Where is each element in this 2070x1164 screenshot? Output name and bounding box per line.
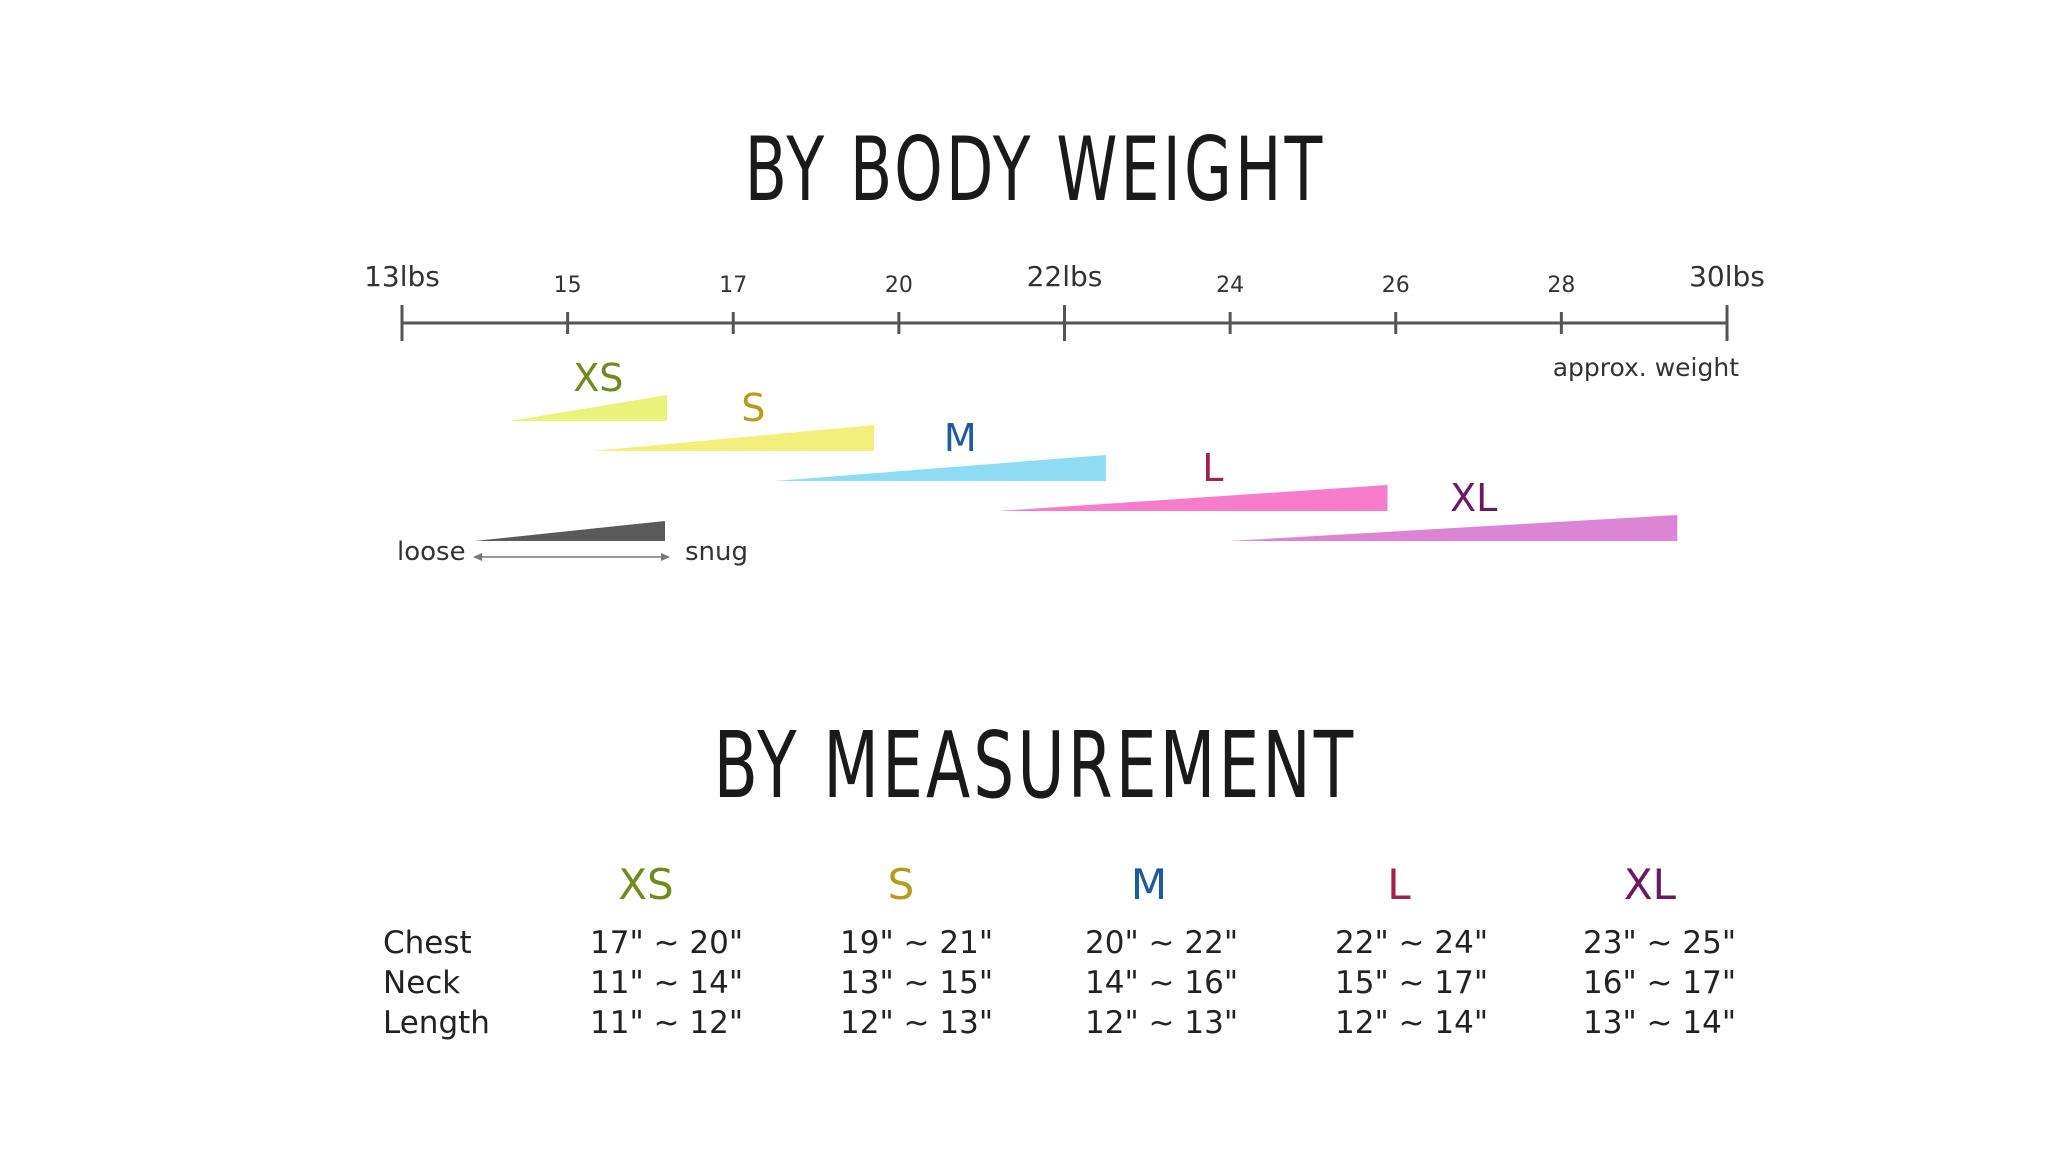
- legend-loose-label: loose: [397, 537, 466, 567]
- cell-neck-xl: 16" ~ 17": [1583, 965, 1737, 1001]
- legend-arrow-left: [473, 553, 482, 561]
- legend-arrow-right: [661, 553, 670, 561]
- size-wedge-xs: [509, 395, 667, 421]
- cell-chest-l: 22" ~ 24": [1335, 925, 1489, 961]
- size-wedge-xl: [1230, 515, 1678, 541]
- size-header-s: S: [887, 860, 915, 909]
- measurement-section-title: BY MEASUREMENT: [713, 712, 1357, 819]
- size-header-xl: XL: [1623, 860, 1677, 909]
- legend-wedge: [475, 521, 665, 541]
- row-label-chest: Chest: [383, 925, 472, 961]
- cell-length-xl: 13" ~ 14": [1583, 1005, 1737, 1041]
- tick-label: 22lbs: [1027, 260, 1103, 293]
- size-header-l: L: [1387, 860, 1411, 909]
- size-header-m: M: [1130, 860, 1168, 909]
- size-header-xs: XS: [618, 860, 674, 909]
- cell-length-s: 12" ~ 13": [840, 1005, 994, 1041]
- tick-label: 24: [1216, 273, 1244, 298]
- size-wedge-s: [592, 425, 875, 451]
- size-wedge-l: [998, 485, 1388, 511]
- legend-snug-label: snug: [685, 537, 748, 567]
- size-label-xs: XS: [573, 356, 623, 400]
- tick-label: 30lbs: [1689, 260, 1765, 293]
- cell-chest-xl: 23" ~ 25": [1583, 925, 1737, 961]
- row-label-neck: Neck: [383, 965, 461, 1001]
- cell-neck-l: 15" ~ 17": [1335, 965, 1489, 1001]
- weight-chart: 13lbs 15 17 20 22lbs 24 26 28 30lbs approx. weigh…: [364, 260, 1765, 567]
- size-label-m: M: [944, 416, 977, 460]
- cell-chest-s: 19" ~ 21": [840, 925, 994, 961]
- row-label-length: Length: [383, 1005, 490, 1041]
- size-wedge-m: [774, 455, 1106, 481]
- cell-neck-m: 14" ~ 16": [1085, 965, 1239, 1001]
- tick-label: 28: [1547, 273, 1575, 298]
- cell-neck-xs: 11" ~ 14": [590, 965, 744, 1001]
- weight-section-title: BY BODY WEIGHT: [744, 118, 1326, 221]
- cell-length-l: 12" ~ 14": [1335, 1005, 1489, 1041]
- tick-label: 17: [719, 273, 747, 298]
- tick-label: 13lbs: [364, 260, 440, 293]
- cell-neck-s: 13" ~ 15": [840, 965, 994, 1001]
- size-label-xl: XL: [1450, 476, 1497, 520]
- size-label-s: S: [741, 386, 765, 430]
- axis-caption: approx. weight: [1553, 353, 1739, 382]
- tick-label: 15: [554, 273, 582, 298]
- size-label-l: L: [1202, 446, 1223, 490]
- cell-length-m: 12" ~ 13": [1085, 1005, 1239, 1041]
- cell-length-xs: 11" ~ 12": [590, 1005, 744, 1041]
- cell-chest-m: 20" ~ 22": [1085, 925, 1239, 961]
- cell-chest-xs: 17" ~ 20": [590, 925, 744, 961]
- tick-label: 26: [1382, 273, 1410, 298]
- tick-label: 20: [885, 273, 913, 298]
